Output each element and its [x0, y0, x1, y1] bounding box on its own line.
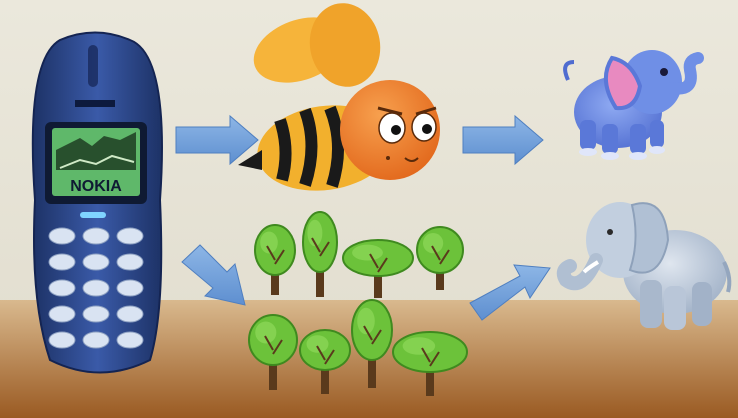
phone-key: [117, 306, 143, 322]
phone-key: [83, 306, 109, 322]
phone-key: [49, 228, 75, 244]
phone-key: [83, 280, 109, 296]
phone-icon: NOKIA: [33, 33, 162, 373]
phone-key: [117, 332, 143, 348]
phone-key: [49, 332, 75, 348]
phone-key: [117, 228, 143, 244]
phone-key: [83, 254, 109, 270]
phone-key: [49, 254, 75, 270]
phone-key: [83, 228, 109, 244]
phone-key: [117, 254, 143, 270]
phone-key: [117, 280, 143, 296]
phone-key: [49, 280, 75, 296]
phone-key: [83, 332, 109, 348]
phone-screen-label: NOKIA: [70, 178, 122, 195]
phone-key: [49, 306, 75, 322]
